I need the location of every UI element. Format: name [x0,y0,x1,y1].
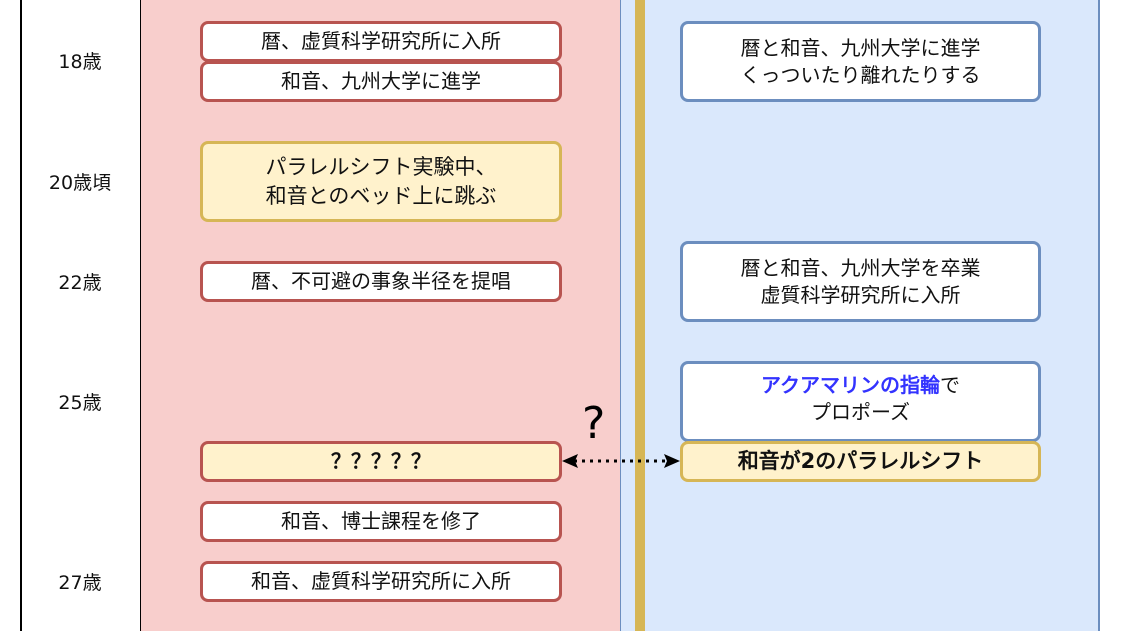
event-box[interactable]: 和音、博士課程を修了 [200,501,562,542]
event-box[interactable]: 暦と和音、九州大学を卒業 虚質科学研究所に入所 [680,241,1041,322]
question-mark: ? [582,398,606,449]
highlight-text: アクアマリンの指輪 [761,373,940,397]
age-label: 22歳 [58,272,102,294]
event-box[interactable]: 暦、不可避の事象半径を提唱 [200,261,562,302]
age-label: 18歳 [58,51,102,73]
unknown-event-box[interactable]: ？？？？？ [200,441,562,482]
age-label: 27歳 [58,572,102,594]
divider-bar [635,0,645,631]
event-box[interactable]: 暦と和音、九州大学に進学 くっついたり離れたりする [680,21,1041,102]
event-box[interactable]: 和音が2のパラレルシフト [680,441,1041,482]
event-text: で [940,373,960,397]
event-box[interactable]: 和音、九州大学に進学 [200,61,562,102]
event-box[interactable]: アクアマリンの指輪でプロポーズ [680,361,1041,442]
timeline-axis [20,0,22,631]
age-label: 25歳 [58,392,102,414]
event-text: プロポーズ [811,400,910,424]
event-box[interactable]: パラレルシフト実験中、 和音とのベッド上に跳ぶ [200,141,562,222]
age-label: 20歳頃 [48,172,112,194]
event-box[interactable]: 暦、虚質科学研究所に入所 [200,21,562,62]
event-box[interactable]: 和音、虚質科学研究所に入所 [200,561,562,602]
